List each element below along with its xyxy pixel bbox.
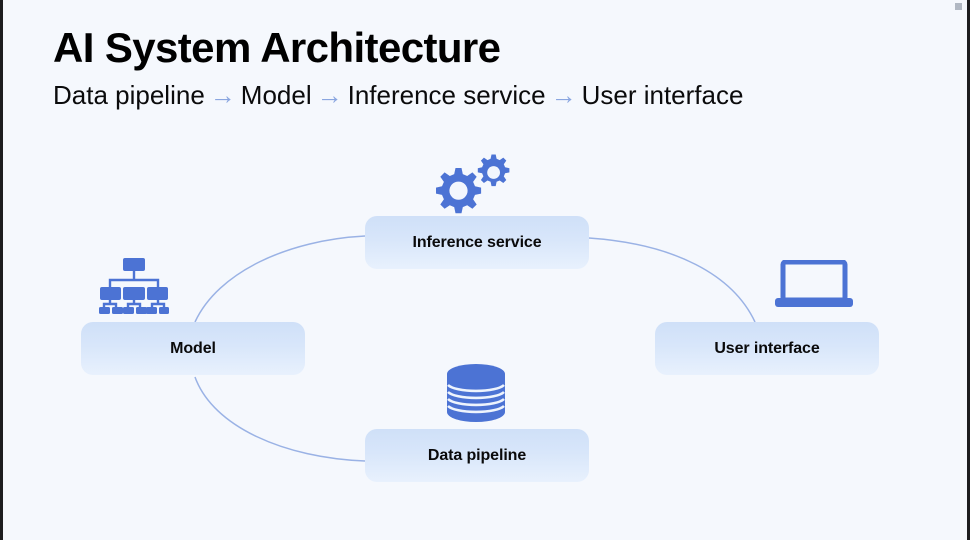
subtitle-step-2: Model [240,80,312,111]
corner-marker-icon [955,3,962,10]
node-box-model[interactable]: Model [81,322,305,375]
edge-model-to-inference [194,235,366,323]
node-label-inference: Inference service [412,233,542,251]
subtitle-step-4: User interface [581,80,744,111]
header: AI System Architecture Data pipeline→Mod… [53,24,933,111]
node-label-data: Data pipeline [427,446,527,464]
node-box-inference[interactable]: Inference service [365,216,589,269]
arrow-right-icon: → [209,80,236,111]
node-box-ui[interactable]: User interface [655,322,879,375]
database-icon [447,364,505,422]
architecture-diagram: Model Inference service [3,0,967,540]
gears-icon [436,154,510,214]
arrow-right-icon: → [316,80,343,111]
edge-model-to-data [194,376,366,462]
subtitle-step-1: Data pipeline [53,80,205,111]
arrow-right-icon: → [550,80,577,111]
node-label-ui: User interface [714,339,820,357]
hierarchy-icon [99,258,169,314]
edge-inference-to-ui [588,237,756,323]
page-title: AI System Architecture [53,24,501,71]
node-label-model: Model [170,339,216,357]
node-box-data[interactable]: Data pipeline [365,429,589,482]
subtitle-flow: Data pipeline→Model→Inference service→Us… [53,80,933,111]
laptop-icon [775,260,853,307]
subtitle-step-3: Inference service [347,80,546,111]
